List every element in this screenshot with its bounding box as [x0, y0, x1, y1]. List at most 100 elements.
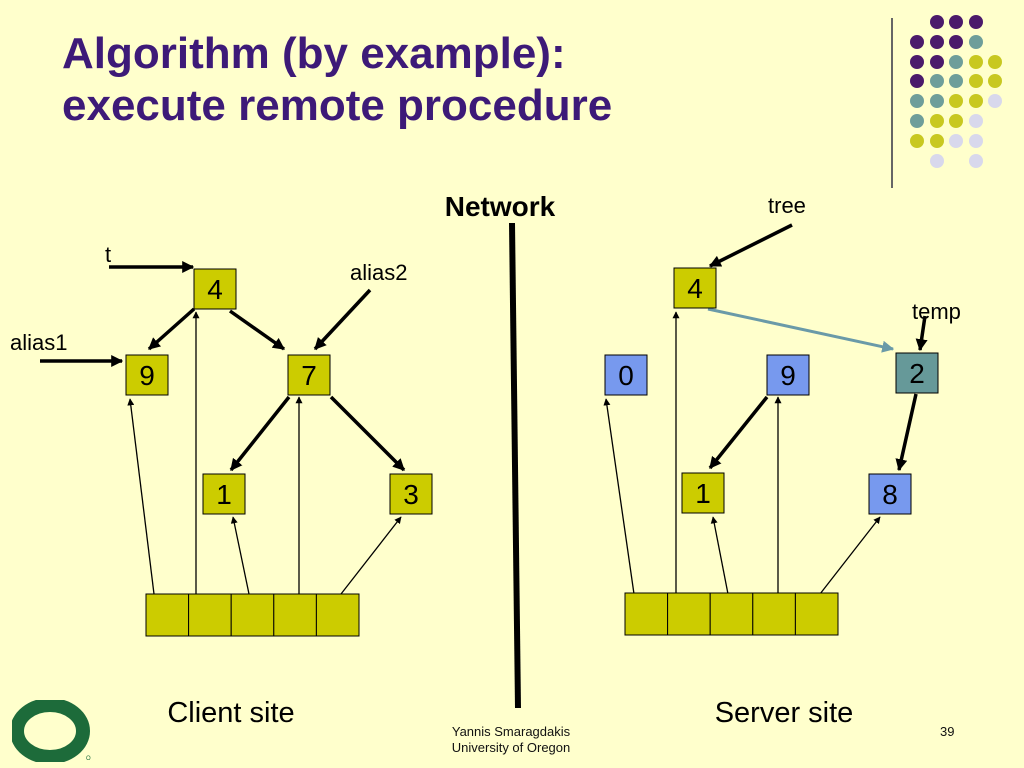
- client-pointer-arrow: [230, 516, 250, 595]
- decorative-dot: [929, 54, 944, 69]
- server-node-one: 1: [681, 472, 725, 514]
- server-node-eight: 8: [868, 473, 912, 515]
- decorative-divider: [891, 18, 893, 188]
- client-tree-edges: [147, 307, 406, 472]
- decorative-dot: [949, 74, 963, 89]
- client-table-pointers: [127, 311, 402, 595]
- table-cell: [794, 592, 839, 636]
- decorative-dot: [968, 94, 983, 109]
- decorative-dot: [929, 133, 944, 148]
- pointer-tree-arrow: [708, 223, 793, 268]
- footer-author: Yannis Smaragdakis: [451, 724, 571, 739]
- client-site-label: Client site: [167, 697, 294, 729]
- client-node-root-value: 4: [207, 274, 223, 305]
- pointer-alias2-label: alias2: [350, 260, 407, 285]
- client-node-right-right: 3: [389, 473, 433, 515]
- server-tree-edges: [707, 307, 918, 472]
- table-cell: [273, 593, 317, 637]
- decorative-dot: [929, 34, 944, 49]
- decorative-dot: [929, 74, 944, 89]
- decorative-dot: [910, 114, 924, 128]
- client-node-right-left: 1: [202, 473, 246, 515]
- slide-title-line-2: execute remote procedure: [62, 81, 613, 130]
- decorative-dot: [968, 34, 983, 49]
- server-table: [624, 592, 839, 636]
- table-cell: [315, 593, 360, 637]
- client-variable-pointers: [40, 261, 372, 367]
- table-cell: [752, 592, 796, 636]
- server-table-pointers: [603, 311, 881, 595]
- decorative-dot: [949, 133, 963, 148]
- client-tree-edge: [147, 307, 196, 351]
- server-pointer-arrow: [819, 516, 881, 595]
- decorative-dot: [968, 74, 983, 89]
- server-tree-edge: [895, 393, 918, 472]
- client-node-left: 9: [125, 354, 169, 396]
- server-variable-pointers: [708, 223, 928, 352]
- decorative-dot: [910, 74, 924, 89]
- decorative-dot: [968, 114, 983, 128]
- server-node-root-value: 4: [687, 273, 703, 304]
- table-cell: [624, 592, 669, 636]
- client-node-right-value: 7: [301, 360, 317, 391]
- server-pointer-arrow: [710, 516, 729, 595]
- pointer-temp-arrow: [915, 315, 928, 352]
- network-divider-line: [509, 222, 521, 709]
- decorative-dot: [988, 94, 1002, 109]
- client-node-right: 7: [287, 354, 331, 396]
- decorative-dot: [968, 54, 983, 69]
- decorative-dot: [949, 54, 963, 69]
- decorative-dot: [929, 94, 944, 109]
- server-node-eight-value: 8: [882, 479, 898, 510]
- server-node-nine: 9: [766, 354, 810, 396]
- server-tree-edge: [708, 395, 769, 470]
- decorative-dot: [910, 94, 924, 109]
- decorative-dot: [968, 153, 983, 168]
- client-node-left-value: 9: [139, 360, 155, 391]
- server-node-zero: 0: [604, 354, 648, 396]
- decorative-dot: [929, 114, 944, 128]
- table-cell: [709, 592, 754, 636]
- pointer-alias2-arrow: [313, 288, 372, 351]
- footer-affiliation: University of Oregon: [451, 740, 571, 755]
- pointer-tree-label: tree: [768, 193, 806, 218]
- decorative-dot: [910, 34, 924, 49]
- client-table: [145, 593, 360, 637]
- server-remote-edge: [707, 307, 895, 353]
- page-number: 39: [940, 724, 955, 739]
- university-logo: O: [12, 700, 91, 762]
- client-node-root: 4: [193, 268, 237, 310]
- client-tree-edge: [329, 395, 406, 472]
- pointer-alias1-label: alias1: [10, 330, 67, 355]
- footer-author-block: Yannis Smaragdakis University of Oregon: [430, 724, 592, 756]
- logo-letter: O: [86, 756, 91, 762]
- pointer-temp-label: temp: [912, 299, 961, 324]
- server-node-temp: 2: [895, 352, 939, 394]
- server-node-zero-value: 0: [618, 360, 634, 391]
- table-cell: [667, 592, 711, 636]
- client-tree-edge: [229, 395, 291, 472]
- server-pointer-arrow: [603, 398, 635, 595]
- decorative-dot: [910, 133, 924, 148]
- server-node-root: 4: [673, 267, 717, 309]
- decorative-dot: [949, 15, 963, 29]
- decorative-dot: [949, 34, 963, 49]
- server-node-nine-value: 9: [780, 360, 796, 391]
- slide-title: Algorithm (by example): execute remote p…: [62, 28, 612, 132]
- client-pointer-arrow: [127, 398, 155, 595]
- table-cell: [230, 593, 275, 637]
- decorative-dot: [968, 133, 983, 148]
- decorative-dot: [988, 74, 1002, 89]
- pointer-t-label: t: [105, 242, 111, 267]
- client-tree-edge: [228, 309, 286, 351]
- decorative-dot: [929, 153, 944, 168]
- server-node-one-value: 1: [695, 478, 711, 509]
- network-label: Network: [445, 191, 556, 222]
- decorative-dot: [910, 54, 924, 69]
- server-node-temp-value: 2: [909, 358, 925, 389]
- table-cell: [145, 593, 190, 637]
- client-pointer-arrow: [340, 516, 402, 595]
- server-site-label: Server site: [715, 697, 854, 729]
- client-node-right-left-value: 1: [216, 479, 232, 510]
